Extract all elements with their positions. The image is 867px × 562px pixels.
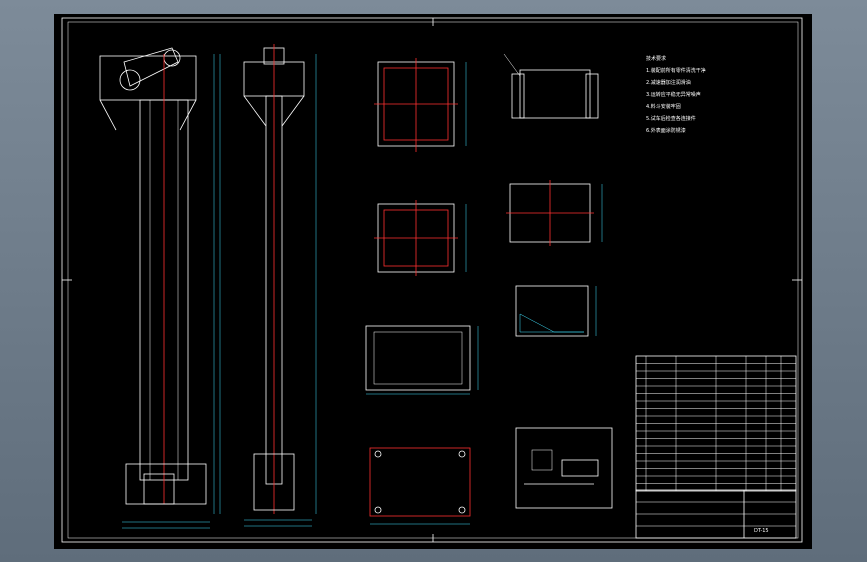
tech-req-line-3: 3.运转应平稳无异常噪声 (646, 91, 701, 98)
elevator-front-view (99, 47, 221, 529)
detail-view-f (506, 180, 603, 246)
parts-list-table (635, 355, 797, 492)
drawing-number: DT-15 (754, 528, 769, 534)
detail-view-b (374, 200, 467, 276)
tech-req-line-1: 1.装配前所有零件清洗干净 (646, 67, 706, 74)
title-block: DT-15 (635, 489, 797, 539)
detail-view-h (515, 427, 613, 509)
inner-border (67, 21, 799, 539)
tech-req-line-4: 4.料斗安装牢固 (646, 103, 681, 110)
tech-req-line-5: 5.试车后检查各连接件 (646, 115, 696, 122)
detail-view-e (503, 53, 599, 119)
cad-drawing: 技术要求 1.装配前所有零件清洗干净 2.减速器加注润滑油 3.运转应平稳无异常… (61, 17, 803, 543)
elevator-side-view (243, 44, 317, 527)
tech-req-line-6: 6.外表面涂防锈漆 (646, 127, 686, 134)
detail-view-d (369, 447, 471, 525)
tech-req-title: 技术要求 (646, 55, 666, 62)
drawing-sheet: 技术要求 1.装配前所有零件清洗干净 2.减速器加注润滑油 3.运转应平稳无异常… (54, 14, 812, 549)
detail-view-a (374, 58, 467, 152)
detail-view-g (515, 285, 597, 337)
tech-req-line-2: 2.减速器加注润滑油 (646, 79, 691, 86)
tech-req-block: 技术要求 1.装配前所有零件清洗干净 2.减速器加注润滑油 3.运转应平稳无异常… (646, 55, 706, 134)
detail-view-c (365, 325, 479, 395)
